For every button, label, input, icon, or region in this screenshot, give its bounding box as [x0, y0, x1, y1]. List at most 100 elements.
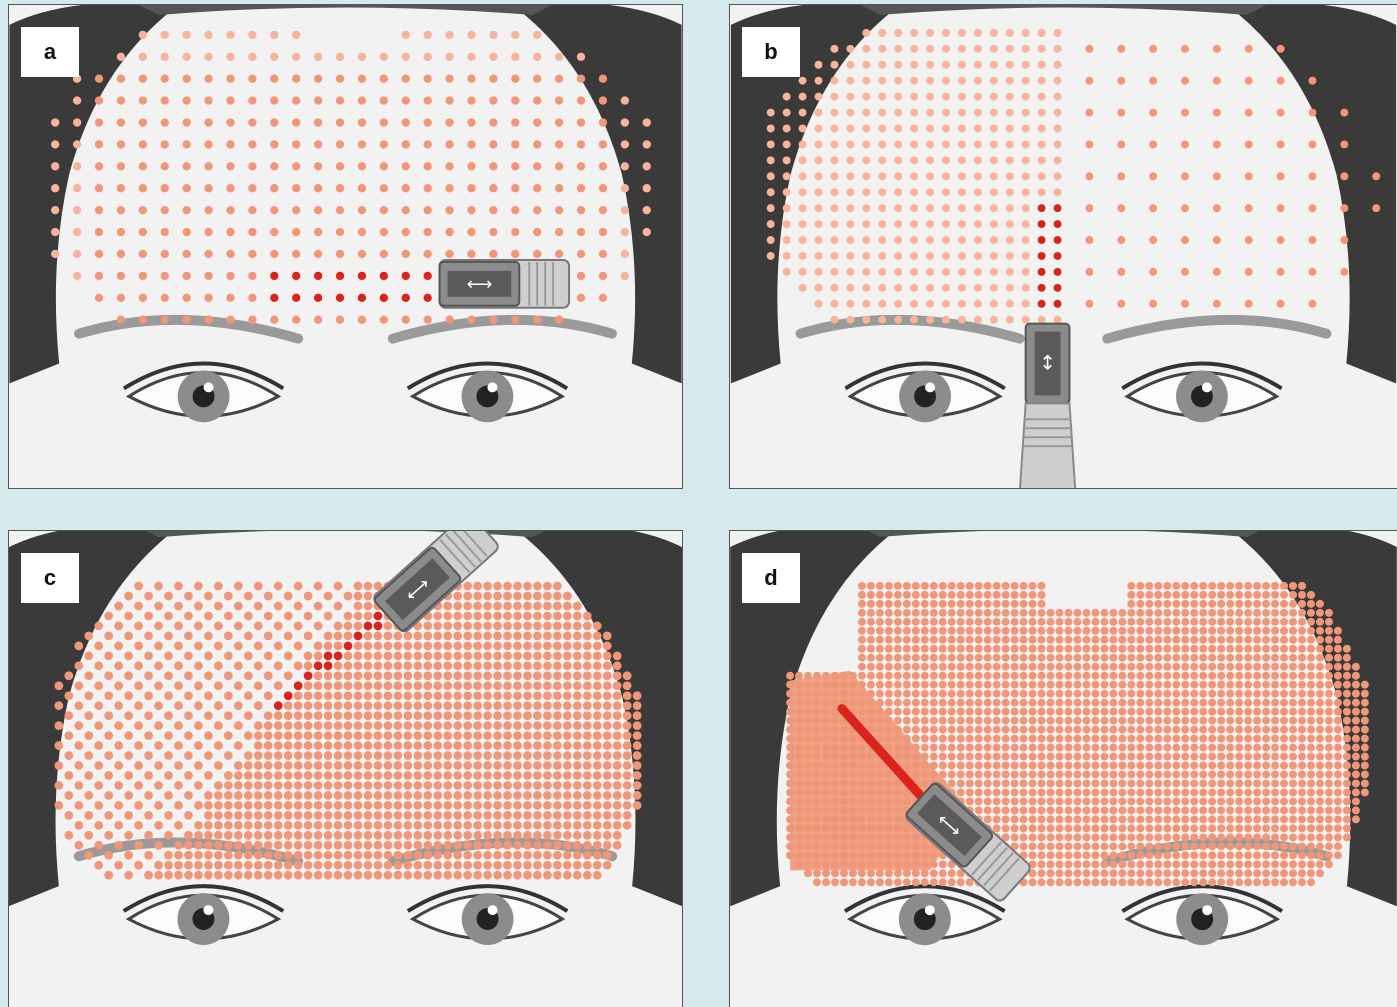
treatment-dot	[840, 860, 848, 868]
treatment-dot	[1172, 645, 1180, 653]
treatment-dot	[413, 871, 422, 880]
treatment-dot	[164, 691, 173, 700]
treatment-dot	[921, 860, 929, 868]
treatment-dot	[1172, 726, 1180, 734]
treatment-dot	[1047, 735, 1055, 743]
treatment-dot	[1136, 681, 1144, 689]
treatment-dot	[1280, 717, 1288, 725]
treatment-dot	[403, 711, 412, 720]
treatment-dot	[921, 762, 929, 770]
treatment-dot	[314, 791, 323, 800]
treatment-dot	[1038, 654, 1046, 662]
treatment-dot	[1056, 618, 1064, 626]
treatment-dot	[1091, 833, 1099, 841]
treatment-dot	[304, 831, 313, 840]
treatment-dot	[1056, 717, 1064, 725]
treatment-dot	[433, 821, 442, 830]
treatment-dot	[990, 252, 998, 260]
treatment-dot	[393, 681, 402, 690]
treatment-dot	[1245, 300, 1253, 308]
treatment-dot	[314, 250, 322, 258]
treatment-dot	[94, 681, 103, 690]
treatment-dot	[1280, 690, 1288, 698]
treatment-dot	[862, 316, 870, 324]
treatment-dot	[813, 690, 821, 698]
treatment-dot	[1136, 762, 1144, 770]
treatment-dot	[921, 753, 929, 761]
treatment-dot	[374, 681, 383, 690]
treatment-dot	[1038, 45, 1046, 53]
treatment-dot	[958, 109, 966, 117]
treatment-dot	[314, 75, 322, 83]
treatment-dot	[1149, 172, 1157, 180]
treatment-dot	[234, 841, 243, 850]
treatment-dot	[473, 691, 482, 700]
treatment-dot	[314, 731, 323, 740]
treatment-dot	[1298, 878, 1306, 886]
treatment-dot	[862, 284, 870, 292]
treatment-dot	[1181, 815, 1189, 823]
treatment-dot	[1117, 268, 1125, 276]
treatment-dot	[1029, 699, 1037, 707]
treatment-dot	[1199, 806, 1207, 814]
treatment-dot	[523, 761, 532, 770]
treatment-dot	[939, 681, 947, 689]
treatment-dot	[1235, 797, 1243, 805]
treatment-dot	[95, 206, 103, 214]
treatment-dot	[1064, 681, 1072, 689]
treatment-dot	[1011, 708, 1019, 716]
treatment-dot	[876, 645, 884, 653]
treatment-dot	[1199, 779, 1207, 787]
treatment-dot	[795, 779, 803, 787]
treatment-dot	[1109, 779, 1117, 787]
treatment-dot	[1020, 842, 1028, 850]
treatment-dot	[822, 699, 830, 707]
treatment-dot	[1091, 869, 1099, 877]
treatment-dot	[603, 841, 612, 850]
treatment-dot	[533, 851, 542, 860]
treatment-dot	[324, 592, 333, 601]
treatment-dot	[161, 316, 169, 324]
treatment-dot	[1047, 654, 1055, 662]
treatment-dot	[974, 252, 982, 260]
treatment-dot	[463, 821, 472, 830]
treatment-dot	[1262, 869, 1270, 877]
treatment-dot	[1011, 627, 1019, 635]
treatment-dot	[921, 627, 929, 635]
treatment-dot	[767, 220, 775, 228]
treatment-dot	[413, 861, 422, 870]
treatment-dot	[563, 711, 572, 720]
treatment-dot	[862, 125, 870, 133]
treatment-dot	[483, 681, 492, 690]
treatment-dot	[344, 592, 353, 601]
treatment-dot	[445, 206, 453, 214]
treatment-dot	[161, 75, 169, 83]
treatment-dot	[383, 741, 392, 750]
treatment-dot	[1181, 699, 1189, 707]
treatment-dot	[254, 871, 263, 880]
treatment-dot	[1011, 618, 1019, 626]
treatment-dot	[214, 622, 223, 631]
treatment-dot	[1372, 204, 1380, 212]
treatment-dot	[164, 811, 173, 820]
treatment-dot	[1289, 717, 1297, 725]
treatment-dot	[374, 612, 383, 621]
treatment-dot	[294, 771, 303, 780]
treatment-dot	[894, 788, 902, 796]
treatment-dot	[264, 831, 273, 840]
treatment-dot	[364, 711, 373, 720]
treatment-dot	[948, 681, 956, 689]
treatment-dot	[324, 831, 333, 840]
treatment-dot	[413, 721, 422, 730]
treatment-dot	[503, 632, 512, 641]
treatment-dot	[921, 735, 929, 743]
treatment-dot	[799, 140, 807, 148]
treatment-dot	[783, 268, 791, 276]
treatment-dot	[830, 268, 838, 276]
treatment-dot	[182, 294, 190, 302]
treatment-dot	[374, 791, 383, 800]
treatment-dot	[117, 316, 125, 324]
treatment-dot	[613, 821, 622, 830]
treatment-dot	[284, 592, 293, 601]
treatment-dot	[885, 645, 893, 653]
